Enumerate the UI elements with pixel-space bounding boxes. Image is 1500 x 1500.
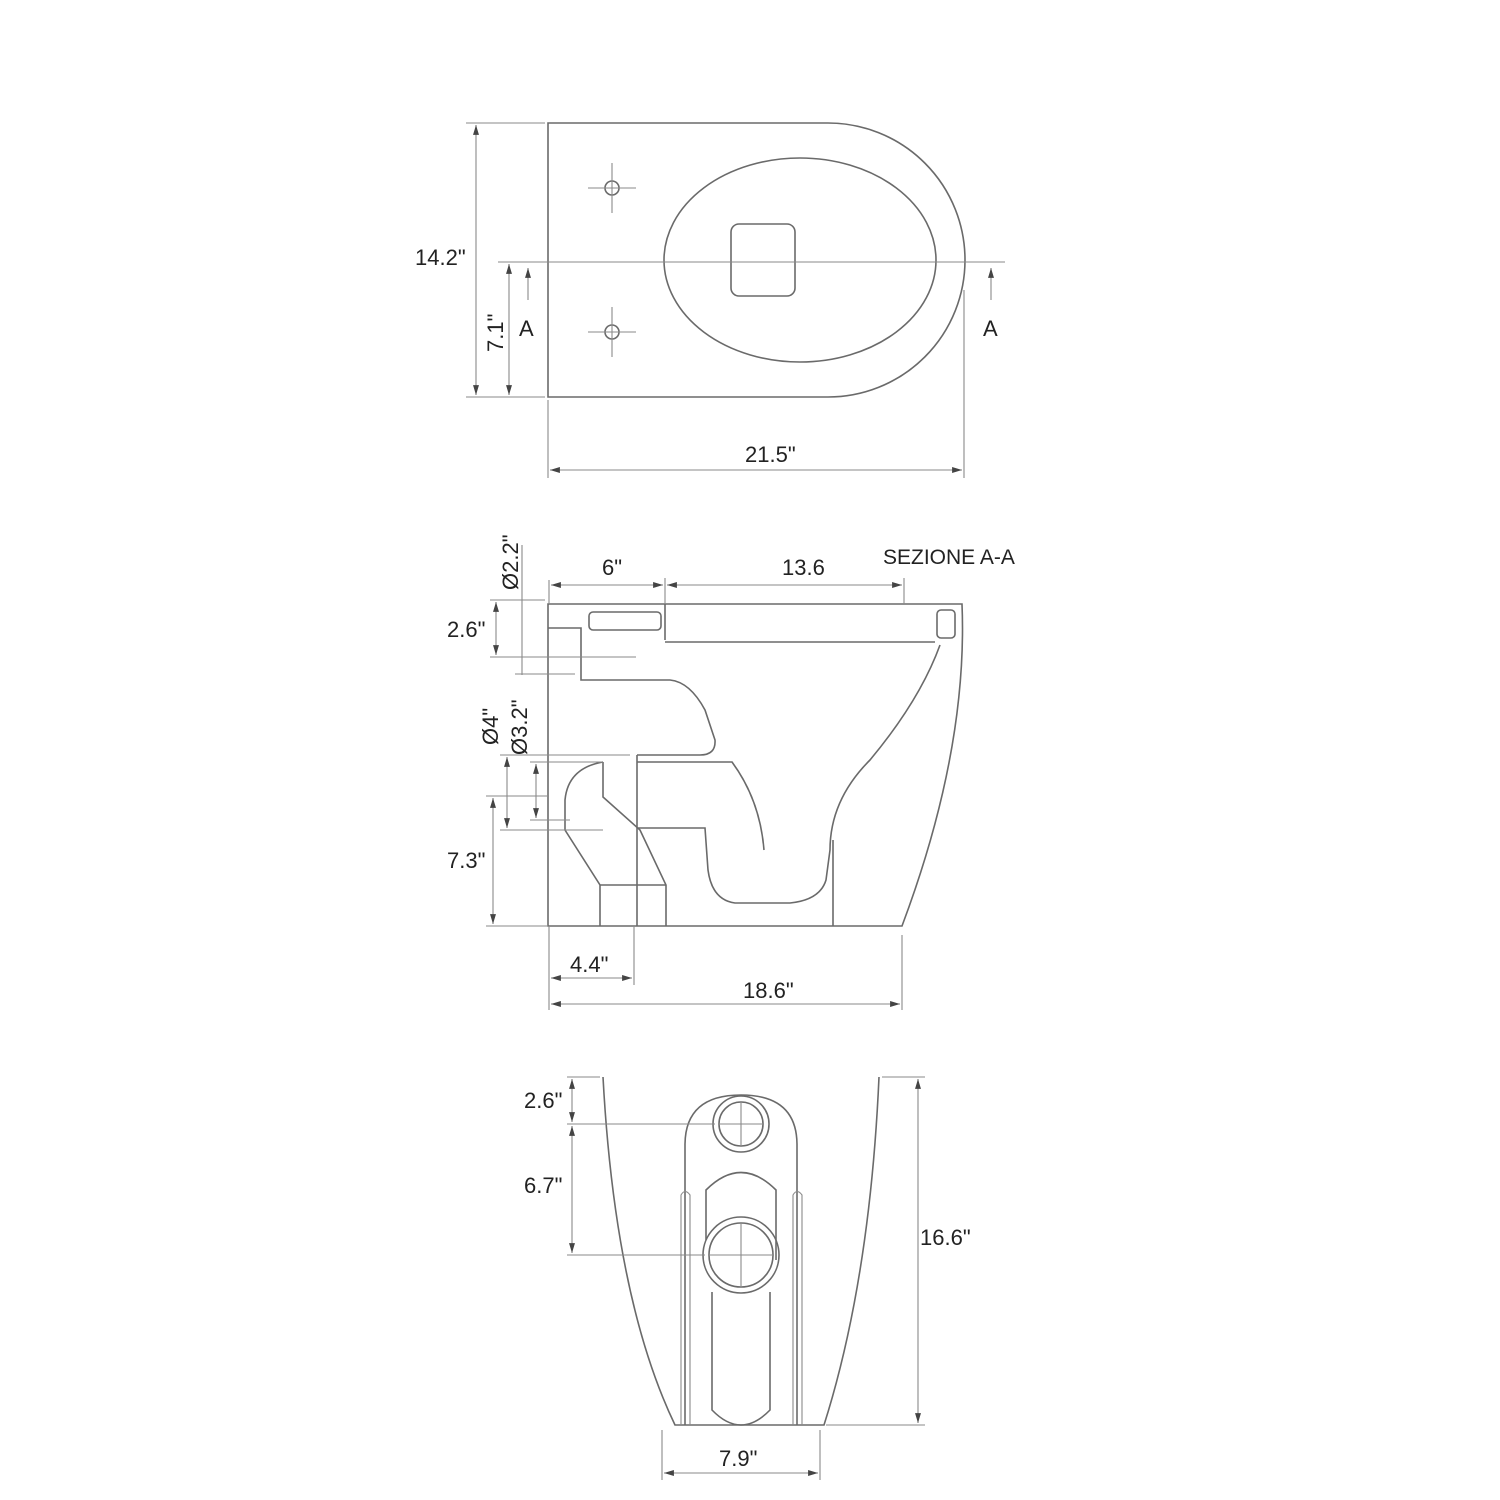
bolt-hole-bottom (588, 307, 636, 357)
rear-view: 2.6" 6.7" 16.6" 7.9" (524, 1076, 971, 1480)
body-outline-rear (602, 1076, 880, 1426)
outlet-offset-label: 4.4" (570, 952, 608, 977)
base-width-label: 7.9" (719, 1446, 757, 1471)
trap-inner (637, 761, 765, 851)
bowl-length-label: 13.6 (782, 555, 825, 580)
inlet-pipe (548, 627, 716, 756)
section-marker-right: A (983, 316, 998, 341)
inlet-hole-rear (712, 1095, 770, 1153)
inlet-diameter-label: Ø2.2" (498, 534, 523, 590)
outlet-height-label: 7.3" (447, 848, 485, 873)
body-outline-section (547, 603, 964, 927)
width-label: 21.5" (745, 442, 796, 467)
inlet-from-top-label: 2.6" (524, 1088, 562, 1113)
flush-channel (588, 611, 662, 631)
bowl-wall (637, 644, 941, 904)
toilet-outline-top (547, 122, 966, 398)
section-title: SEZIONE A-A (883, 546, 1015, 569)
inlet-offset-label: 6" (602, 555, 622, 580)
outlet-pipe (564, 761, 667, 926)
inlet-to-outlet-label: 6.7" (524, 1173, 562, 1198)
bowl-rim (663, 157, 937, 363)
depth-label: 14.2" (415, 245, 466, 270)
half-depth-label: 7.1" (483, 314, 508, 352)
outlet-hole-rear (702, 1216, 780, 1294)
height-label: 16.6" (920, 1225, 971, 1250)
top-view: A A 14.2" 7.1" 21.5" (415, 122, 1005, 478)
outlet-outer-diameter-label: Ø4" (478, 708, 503, 745)
rim-channel (936, 609, 956, 639)
outlet-inner-diameter-label: Ø3.2" (507, 699, 532, 755)
drain-opening (730, 223, 796, 297)
bolt-hole-top (588, 163, 636, 213)
overall-length-label: 18.6" (743, 978, 794, 1003)
inlet-height-label: 2.6" (447, 617, 485, 642)
section-view: SEZIONE A-A 6" 13.6 Ø2.2" 2.6" Ø4" Ø3.2"… (447, 534, 1015, 1010)
section-marker-left: A (519, 316, 534, 341)
